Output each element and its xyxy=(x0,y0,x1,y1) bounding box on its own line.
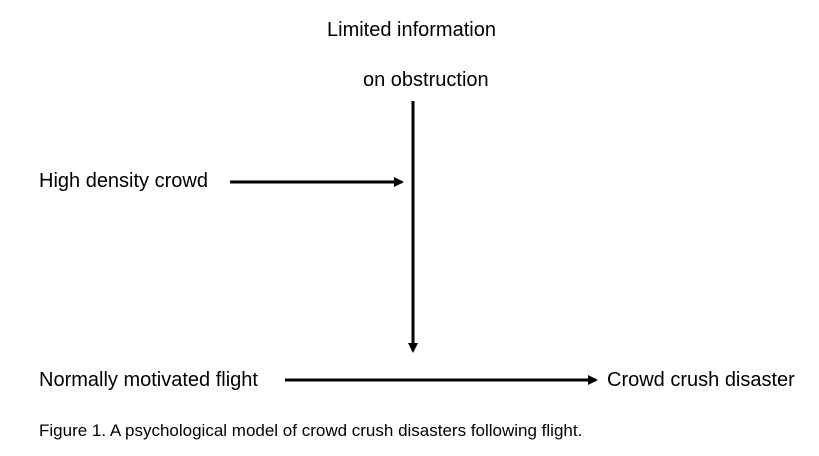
node-limited-information-line1: Limited information xyxy=(327,19,496,41)
figure-caption: Figure 1. A psychological model of crowd… xyxy=(39,421,583,440)
node-limited-information-line2: on obstruction xyxy=(363,69,489,91)
node-high-density-crowd: High density crowd xyxy=(39,170,208,192)
node-crowd-crush-disaster: Crowd crush disaster xyxy=(607,369,795,391)
node-normally-motivated-flight: Normally motivated flight xyxy=(39,369,258,391)
